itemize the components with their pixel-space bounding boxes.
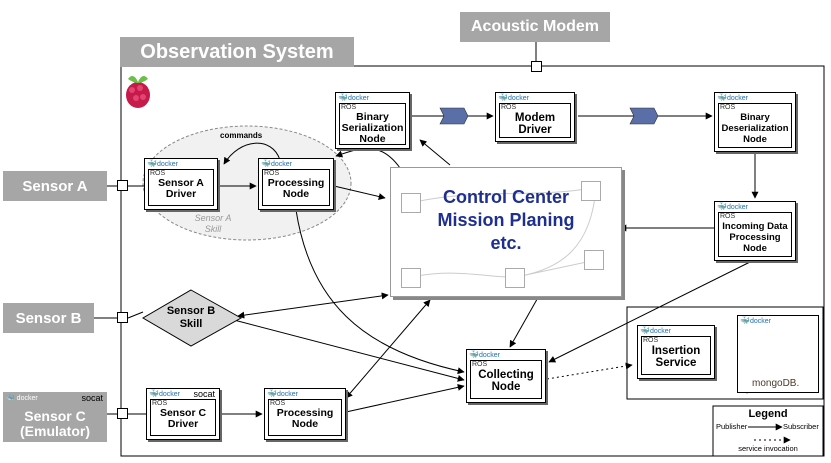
sensor-a-driver-label: Sensor A Driver — [158, 177, 204, 200]
sensor-a-skill-label: Sensor A Skill — [194, 213, 232, 234]
observation-system-frame — [120, 65, 825, 457]
docker-icon: 🐳docker — [469, 350, 500, 359]
mongodb-container: 🐳docker — [737, 315, 819, 393]
legend-title: Legend — [748, 408, 788, 420]
ros-tag: ROS — [720, 213, 736, 220]
legend-subscriber-label: Subscriber — [783, 422, 819, 431]
edge-procc-cc — [345, 299, 431, 399]
control-center-box: Control Center Mission Planing etc. — [390, 167, 622, 297]
docker-icon: 🐳docker — [147, 159, 178, 168]
collecting-node-label: Collecting Node — [478, 369, 534, 393]
ros-tag: ROS — [341, 104, 357, 111]
control-center-chip — [581, 181, 601, 201]
docker-icon: 🐳docker — [740, 316, 771, 325]
ros-tag: ROS — [472, 361, 488, 368]
modem-port — [531, 61, 542, 72]
docker-icon: 🐳docker — [717, 93, 748, 102]
edge-collecting-insertion — [546, 362, 633, 380]
sensor-c-socat-tag: socat — [81, 393, 103, 403]
edge-port-b-skill — [127, 311, 144, 319]
observation-system-title: Observation System — [120, 37, 354, 67]
binary-deserialization-label: Binary Deserialization Node — [721, 112, 789, 145]
sensor-c-driver-socat-tag: socat — [193, 389, 215, 399]
control-center-graphic — [410, 187, 597, 278]
ros-tag: ROS — [264, 170, 280, 177]
sensor-c-label: Sensor C (Emulator) — [20, 408, 90, 439]
control-center-chip — [401, 268, 421, 288]
legend-service-label: service invocation — [738, 444, 798, 453]
modem-driver-label: Modem Driver — [514, 112, 556, 136]
docker-icon: 🐳docker — [261, 159, 292, 168]
sensor-c-box: 🐳 docker socat Sensor C (Emulator) — [3, 392, 107, 442]
ros-tag: ROS — [270, 400, 286, 407]
edge-skillb-collecting — [233, 319, 465, 382]
processing-node-a-label: Processing Node — [267, 177, 325, 200]
edge-skillb-cc — [237, 292, 389, 319]
edge-procc-collecting — [345, 383, 465, 413]
docker-icon: 🐳docker — [267, 389, 298, 398]
edge-incoming-collecting — [548, 261, 751, 363]
control-center-chip — [505, 268, 525, 288]
legend-publisher-label: Publisher — [716, 422, 748, 431]
sensor-a-box: Sensor A — [3, 171, 107, 201]
ros-tag: ROS — [643, 337, 659, 344]
ros-tag: ROS — [152, 400, 168, 407]
legend-box — [712, 405, 824, 457]
ros-tag: ROS — [501, 104, 517, 111]
processing-node-c-label: Processing Node — [276, 407, 334, 430]
sensor-c-driver-label: Sensor C Driver — [159, 407, 207, 430]
docker-icon: 🐳docker — [498, 93, 529, 102]
control-center-chip — [584, 250, 604, 270]
sensor-b-port — [117, 312, 128, 323]
sensor-b-skill-label: Sensor B Skill — [166, 305, 216, 330]
control-center-label: Control Center Mission Planing etc. — [437, 187, 575, 253]
storage-group-box — [626, 306, 824, 400]
sensor-b-skill-diamond — [142, 289, 243, 347]
docker-icon: 🐳docker — [640, 326, 671, 335]
edge-commands — [223, 142, 281, 165]
incoming-data-label: Incoming Data Processing Node — [722, 221, 788, 254]
mongodb-label: mongoDB. — [752, 378, 800, 389]
ros-tag: ROS — [150, 170, 166, 177]
xml-format-icon-1 — [439, 107, 469, 125]
sensor-a-skill-region — [142, 125, 352, 241]
ros-tag: ROS — [720, 104, 736, 111]
edge-cc-collecting — [509, 293, 541, 348]
docker-icon: 🐳docker — [717, 202, 748, 211]
acoustic-modem-box: Acoustic Modem — [460, 12, 610, 42]
xml-format-icon-2 — [629, 107, 659, 125]
commands-label: commands — [220, 131, 263, 140]
raspberry-pi-icon — [126, 75, 150, 108]
control-center-chip — [401, 193, 421, 213]
insertion-service-label: Insertion Service — [651, 345, 701, 369]
edge-cc-binser — [419, 139, 451, 166]
sensor-b-box: Sensor B — [3, 303, 94, 333]
sensor-c-port — [117, 408, 128, 419]
sensor-a-port — [117, 180, 128, 191]
edge-proca-cc — [333, 185, 386, 200]
docker-icon: 🐳docker — [338, 93, 369, 102]
docker-icon: 🐳docker — [149, 389, 180, 398]
binary-serialization-label: Binary Serialization Node — [341, 111, 404, 145]
sensor-c-docker-tag: 🐳 docker — [6, 395, 38, 402]
